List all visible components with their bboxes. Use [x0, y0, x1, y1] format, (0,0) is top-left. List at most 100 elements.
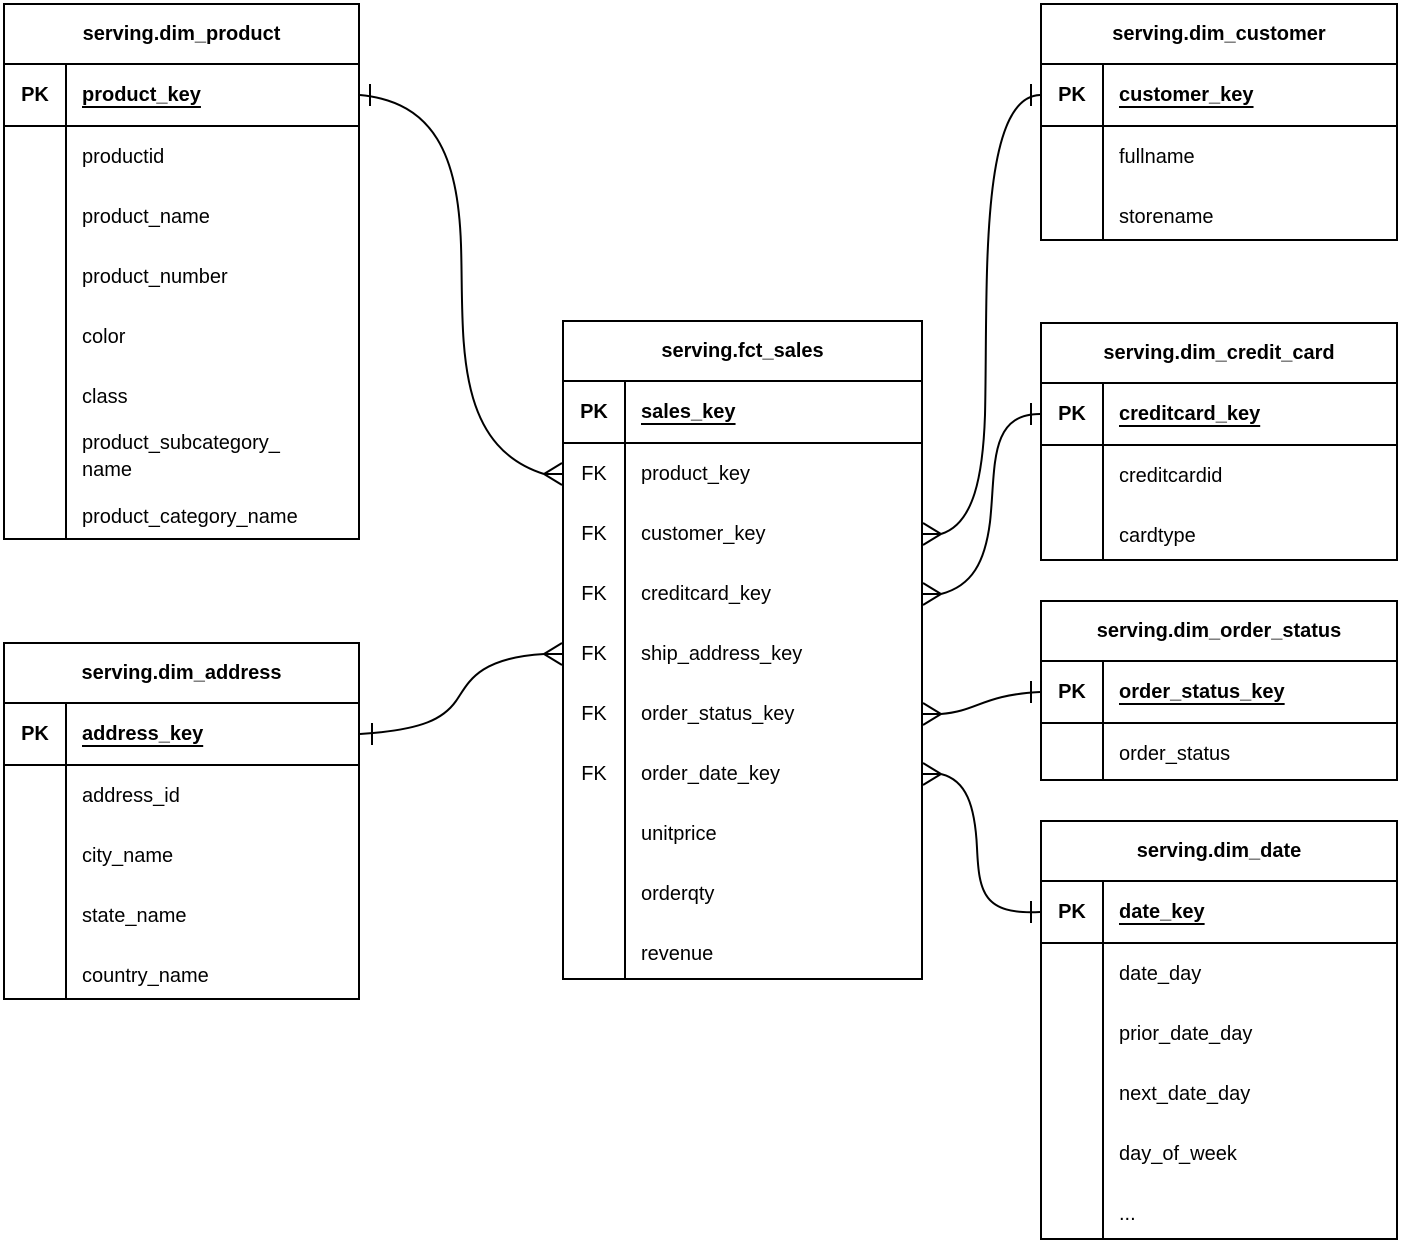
field-name: unitprice: [641, 822, 717, 845]
field-row: prior_date_day: [1042, 1004, 1396, 1064]
field-row: city_name: [5, 826, 358, 886]
crow-foot-icon: [922, 762, 942, 786]
pk-row: PK order_status_key: [1042, 662, 1396, 724]
table-dim-address: serving.dim_address PK address_key addre…: [3, 642, 360, 1000]
table-title: serving.dim_product: [5, 5, 358, 65]
field-row: product_subcategory_ name: [5, 427, 358, 487]
field-row: country_name: [5, 946, 358, 998]
field-name: city_name: [82, 844, 174, 867]
connector-customer-to-sales: [922, 84, 1041, 546]
table-title: serving.dim_credit_card: [1042, 324, 1396, 384]
connector-creditcard-to-sales: [922, 403, 1041, 606]
field-row: fullname: [1042, 127, 1396, 187]
connector-product-to-sales: [359, 84, 563, 486]
key-badge: [5, 946, 67, 998]
crow-foot-icon: [922, 582, 942, 606]
table-dim-date: serving.dim_date PK date_key date_day pr…: [1040, 820, 1398, 1240]
key-badge: [5, 886, 67, 946]
field-name: country_name: [82, 964, 209, 987]
connector-orderstatus-to-sales: [922, 681, 1041, 726]
field-name: product_category_name: [82, 505, 298, 528]
key-badge: [564, 804, 626, 864]
field-row: unitprice: [564, 804, 921, 864]
pk-badge: PK: [1042, 65, 1104, 125]
pk-field: sales_key: [641, 400, 736, 423]
pk-field: product_key: [82, 83, 201, 106]
connector-address-to-sales: [359, 642, 563, 745]
field-row: revenue: [564, 924, 921, 978]
key-badge: [5, 766, 67, 826]
field-row: next_date_day: [1042, 1064, 1396, 1124]
field-row: product_category_name: [5, 487, 358, 538]
table-dim-customer: serving.dim_customer PK customer_key ful…: [1040, 3, 1398, 241]
pk-field: creditcard_key: [1119, 402, 1261, 425]
pk-badge: PK: [5, 65, 67, 125]
table-title: serving.dim_date: [1042, 822, 1396, 882]
relationship-line: [359, 653, 545, 735]
pk-row: PK address_key: [5, 704, 358, 766]
field-name: orderqty: [641, 882, 715, 905]
field-name: product_number: [82, 265, 228, 288]
relationship-line: [940, 413, 1041, 595]
field-name: cardtype: [1119, 524, 1196, 547]
fk-badge: FK: [564, 684, 626, 744]
pk-badge: PK: [564, 382, 626, 442]
key-badge: [1042, 1064, 1104, 1124]
key-badge: [5, 307, 67, 367]
pk-row: PK product_key: [5, 65, 358, 127]
key-badge: [1042, 1004, 1104, 1064]
table-title: serving.fct_sales: [564, 322, 921, 382]
field-name: order_status: [1119, 742, 1231, 765]
pk-badge: PK: [1042, 662, 1104, 722]
field-name: order_status_key: [641, 702, 795, 725]
field-row: color: [5, 307, 358, 367]
field-row: storename: [1042, 187, 1396, 239]
key-badge: [1042, 446, 1104, 506]
field-row: ...: [1042, 1184, 1396, 1238]
table-dim-credit-card: serving.dim_credit_card PK creditcard_ke…: [1040, 322, 1398, 561]
key-badge: [5, 487, 67, 538]
field-row: FK product_key: [564, 444, 921, 504]
table-dim-product: serving.dim_product PK product_key produ…: [3, 3, 360, 540]
crow-foot-icon: [922, 702, 942, 726]
table-title: serving.dim_order_status: [1042, 602, 1396, 662]
field-row: FK order_status_key: [564, 684, 921, 744]
pk-field: address_key: [82, 722, 204, 745]
field-name: class: [82, 385, 128, 408]
field-name: creditcard_key: [641, 582, 772, 605]
field-name: revenue: [641, 942, 714, 965]
pk-row: PK customer_key: [1042, 65, 1396, 127]
field-row: state_name: [5, 886, 358, 946]
key-badge: [5, 427, 67, 487]
pk-badge: PK: [5, 704, 67, 764]
field-row: day_of_week: [1042, 1124, 1396, 1184]
key-badge: [5, 367, 67, 427]
field-row: creditcardid: [1042, 446, 1396, 506]
table-title: serving.dim_address: [5, 644, 358, 704]
field-row: order_status: [1042, 724, 1396, 779]
key-badge: [5, 187, 67, 247]
field-name: ship_address_key: [641, 642, 803, 665]
field-row: class: [5, 367, 358, 427]
field-name: date_day: [1119, 962, 1202, 985]
field-name: productid: [82, 145, 165, 168]
pk-row: PK creditcard_key: [1042, 384, 1396, 446]
pk-field: order_status_key: [1119, 680, 1285, 703]
field-name: product_key: [641, 462, 750, 485]
connector-date-to-sales: [922, 762, 1041, 923]
fk-badge: FK: [564, 444, 626, 504]
field-row: product_number: [5, 247, 358, 307]
key-badge: [5, 127, 67, 187]
field-row: address_id: [5, 766, 358, 826]
key-badge: [1042, 506, 1104, 559]
relationship-line: [359, 94, 545, 475]
field-name: state_name: [82, 904, 187, 927]
pk-badge: PK: [1042, 882, 1104, 942]
fk-badge: FK: [564, 504, 626, 564]
key-badge: [564, 924, 626, 978]
fk-badge: FK: [564, 744, 626, 804]
field-name: address_id: [82, 784, 180, 807]
